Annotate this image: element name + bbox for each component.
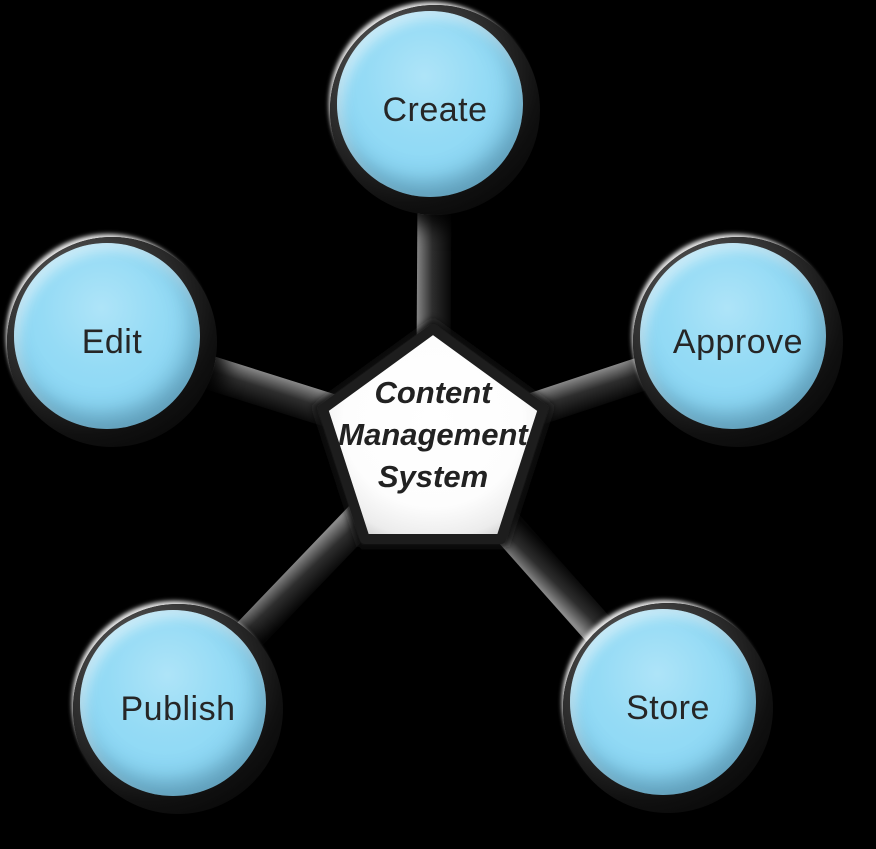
hub-title: Content Management System (303, 372, 563, 498)
hub-title-line3: System (377, 459, 489, 494)
node-create-label: Create (382, 90, 488, 129)
node-approve-face (640, 243, 826, 429)
node-store-label: Store (626, 688, 710, 727)
hub-title-line2: Management (338, 417, 528, 452)
node-create: Create (330, 5, 540, 215)
pentagon-shape (318, 324, 548, 544)
node-publish-label: Publish (120, 689, 236, 728)
node-store: Store (563, 603, 773, 813)
node-publish-face (80, 610, 266, 796)
hub-title-line1: Content (374, 375, 492, 410)
node-publish: Publish (73, 604, 283, 814)
node-approve: Approve (633, 237, 843, 447)
node-edit: Edit (7, 237, 217, 447)
node-approve-label: Approve (672, 322, 804, 361)
node-edit-face (14, 243, 200, 429)
pentagon-hub (313, 319, 553, 547)
node-edit-label: Edit (81, 322, 143, 361)
node-create-face (337, 11, 523, 197)
node-store-face (570, 609, 756, 795)
